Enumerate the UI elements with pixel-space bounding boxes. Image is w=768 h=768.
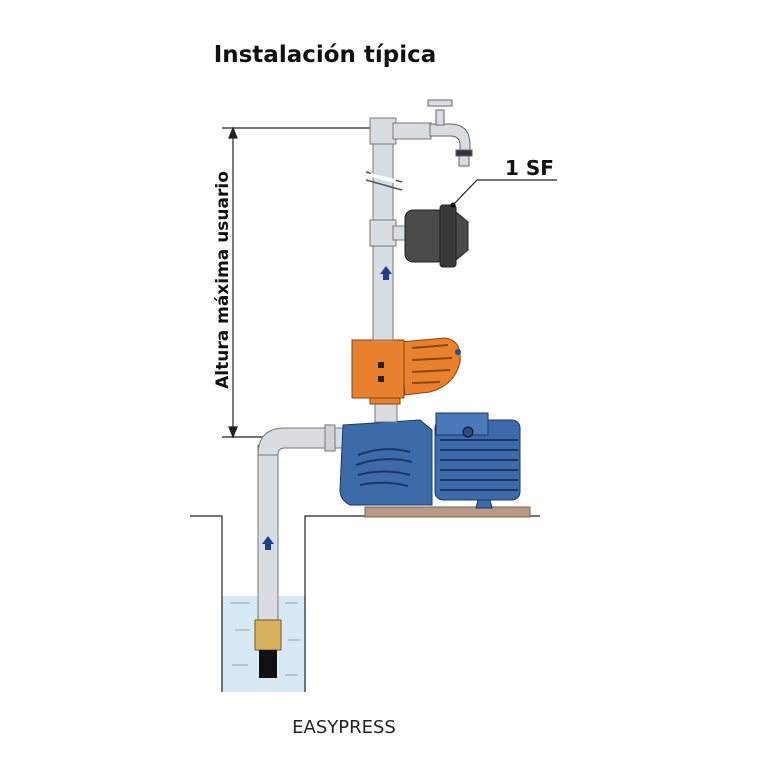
faucet-icon	[427, 99, 473, 167]
filter-1sf	[404, 179, 557, 268]
pump-base	[364, 506, 531, 518]
pressure-controller	[351, 337, 461, 405]
delivery-pipe	[365, 117, 432, 341]
pump	[339, 401, 521, 509]
diagram-title: Instalación típica	[214, 42, 437, 68]
dimension-label: Altura máxima usuario	[213, 171, 233, 389]
flow-arrow-icon	[262, 536, 274, 550]
strainer	[259, 650, 277, 678]
suction-pipe	[254, 424, 346, 678]
flow-arrow-icon	[380, 266, 392, 280]
foot-valve	[254, 619, 282, 651]
product-caption: EASYPRESS	[292, 717, 396, 738]
filter-label: 1 SF	[505, 156, 554, 180]
ground-pit	[190, 515, 540, 692]
